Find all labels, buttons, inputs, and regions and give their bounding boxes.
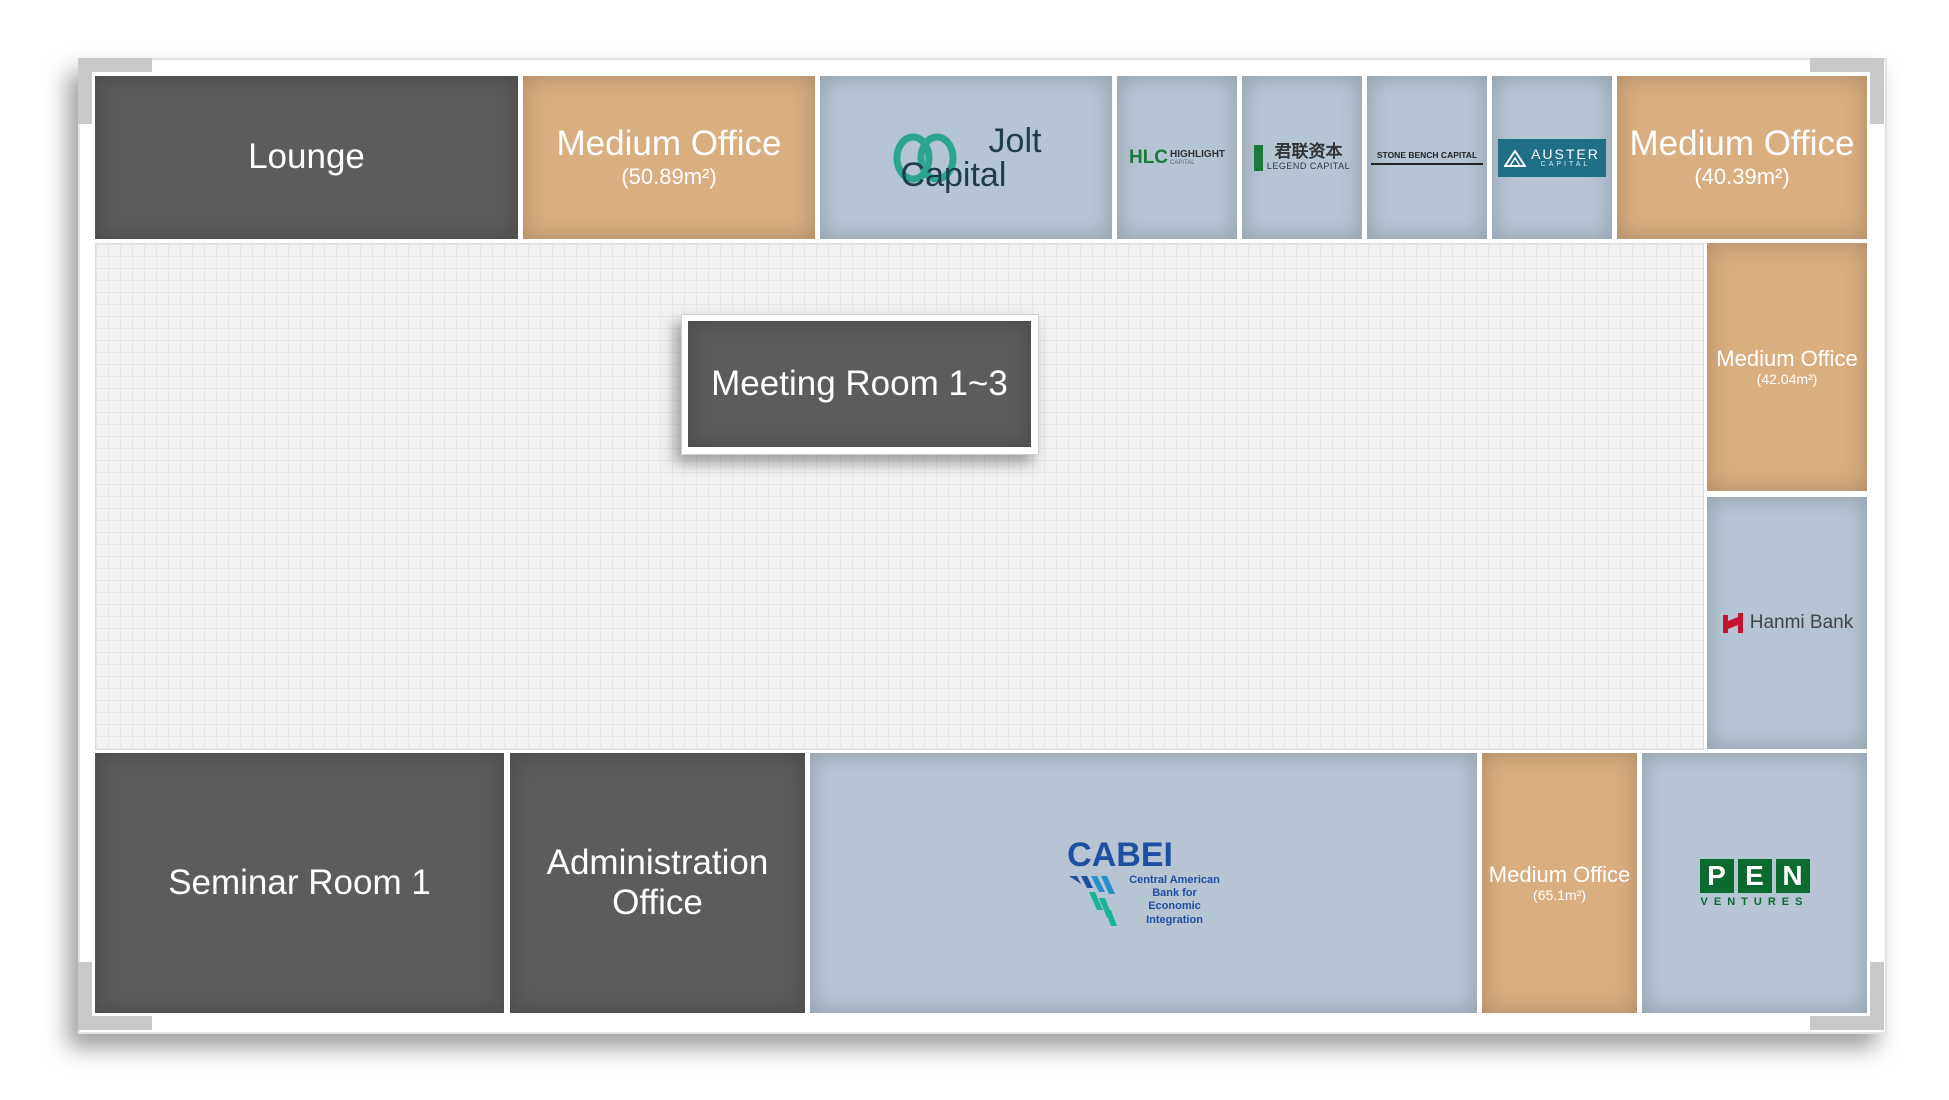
room-pen-ventures[interactable]: P E N VENTURES — [1642, 753, 1867, 1013]
pen-letter: N — [1775, 858, 1810, 893]
room-label-line2: Office — [612, 883, 703, 922]
cabei-logo: CABEI Central American Bank for Economic… — [1067, 838, 1220, 928]
legend-icon — [1253, 144, 1263, 171]
mountain-icon — [1504, 148, 1527, 167]
cabei-line: Economic — [1148, 900, 1201, 913]
room-area: (65.1m²) — [1533, 887, 1586, 904]
room-auster-capital[interactable]: AUSTER CAPITAL — [1492, 76, 1612, 239]
corner-marker — [1870, 58, 1884, 124]
room-lounge[interactable]: Lounge — [95, 76, 518, 239]
cabei-line: Central American — [1129, 874, 1220, 886]
room-area: (50.89m²) — [621, 164, 717, 190]
corner-marker — [1870, 962, 1884, 1030]
pen-letter: P — [1699, 858, 1734, 893]
room-label: Medium Office — [1488, 861, 1631, 887]
room-label-line1: Administration — [546, 842, 769, 882]
corner-marker — [78, 1016, 152, 1030]
corner-marker — [78, 962, 92, 1030]
corner-marker — [78, 58, 152, 72]
jolt-line1: Jolt — [988, 121, 1042, 160]
room-highlight-capital[interactable]: HLC HIGHLIGHT CAPITAL — [1117, 76, 1237, 239]
room-medium-office-3[interactable]: Medium Office (42.04m²) — [1707, 243, 1867, 491]
room-stone-bench-capital[interactable]: STONE BENCH CAPITAL — [1367, 76, 1487, 239]
room-area: (42.04m²) — [1756, 371, 1818, 388]
room-administration-office[interactable]: Administration Office — [510, 753, 805, 1013]
room-seminar[interactable]: Seminar Room 1 — [95, 753, 504, 1013]
stone-bench-logo: STONE BENCH CAPITAL — [1371, 150, 1483, 165]
cabei-name: CABEI — [1067, 836, 1173, 874]
jolt-icon — [893, 133, 957, 182]
corner-marker — [78, 58, 92, 124]
cabei-line: Bank for — [1152, 887, 1197, 900]
hlc-text: HIGHLIGHT — [1170, 148, 1226, 160]
hanmi-icon — [1722, 613, 1743, 633]
jolt-capital-logo: Jolt Capital — [891, 121, 1042, 194]
legend-capital-logo: 君联资本 LEGEND CAPITAL — [1253, 141, 1351, 171]
room-hanmi-bank[interactable]: Hanmi Bank — [1707, 497, 1867, 749]
stone-bench-underline — [1371, 163, 1483, 165]
corner-marker — [1810, 58, 1884, 72]
auster-sub: CAPITAL — [1540, 161, 1591, 168]
room-medium-office-4[interactable]: Medium Office (65.1m²) — [1482, 753, 1637, 1013]
room-label: Medium Office — [1629, 124, 1855, 164]
hlc-mark: HLC — [1128, 146, 1169, 168]
room-jolt-capital[interactable]: Jolt Capital — [820, 76, 1112, 239]
room-medium-office-1[interactable]: Medium Office (50.89m²) — [523, 76, 815, 239]
legend-en: LEGEND CAPITAL — [1266, 160, 1351, 171]
cabei-line: Integration — [1146, 913, 1203, 926]
pen-ventures-logo: P E N VENTURES — [1699, 858, 1810, 908]
pen-sub: VENTURES — [1700, 895, 1809, 908]
room-label: Medium Office — [556, 124, 782, 164]
room-label: Lounge — [248, 137, 365, 177]
corner-marker — [1810, 1016, 1884, 1030]
auster-text: AUSTER — [1531, 146, 1600, 162]
hanmi-text: Hanmi Bank — [1749, 612, 1854, 633]
hanmi-logo: Hanmi Bank — [1721, 611, 1854, 635]
legend-cn: 君联资本 — [1274, 141, 1343, 162]
jolt-line2: Capital — [900, 155, 1007, 194]
pen-letter: E — [1737, 858, 1772, 893]
hlc-logo: HLC HIGHLIGHT CAPITAL — [1129, 147, 1225, 169]
room-label: Medium Office — [1716, 345, 1858, 371]
room-medium-office-2[interactable]: Medium Office (40.39m²) — [1617, 76, 1867, 239]
cabei-stripes-icon — [1069, 876, 1118, 926]
room-area: (40.39m²) — [1694, 164, 1790, 190]
stone-bench-text: STONE BENCH CAPITAL — [1376, 150, 1478, 160]
room-label: Meeting Room 1~3 — [711, 363, 1008, 403]
room-legend-capital[interactable]: 君联资本 LEGEND CAPITAL — [1242, 76, 1362, 239]
hlc-sub: CAPITAL — [1170, 159, 1195, 166]
room-label: Seminar Room 1 — [168, 862, 431, 902]
auster-logo: AUSTER CAPITAL — [1498, 138, 1606, 177]
room-meeting[interactable]: Meeting Room 1~3 — [688, 321, 1031, 447]
room-cabei[interactable]: CABEI Central American Bank for Economic… — [810, 753, 1477, 1013]
